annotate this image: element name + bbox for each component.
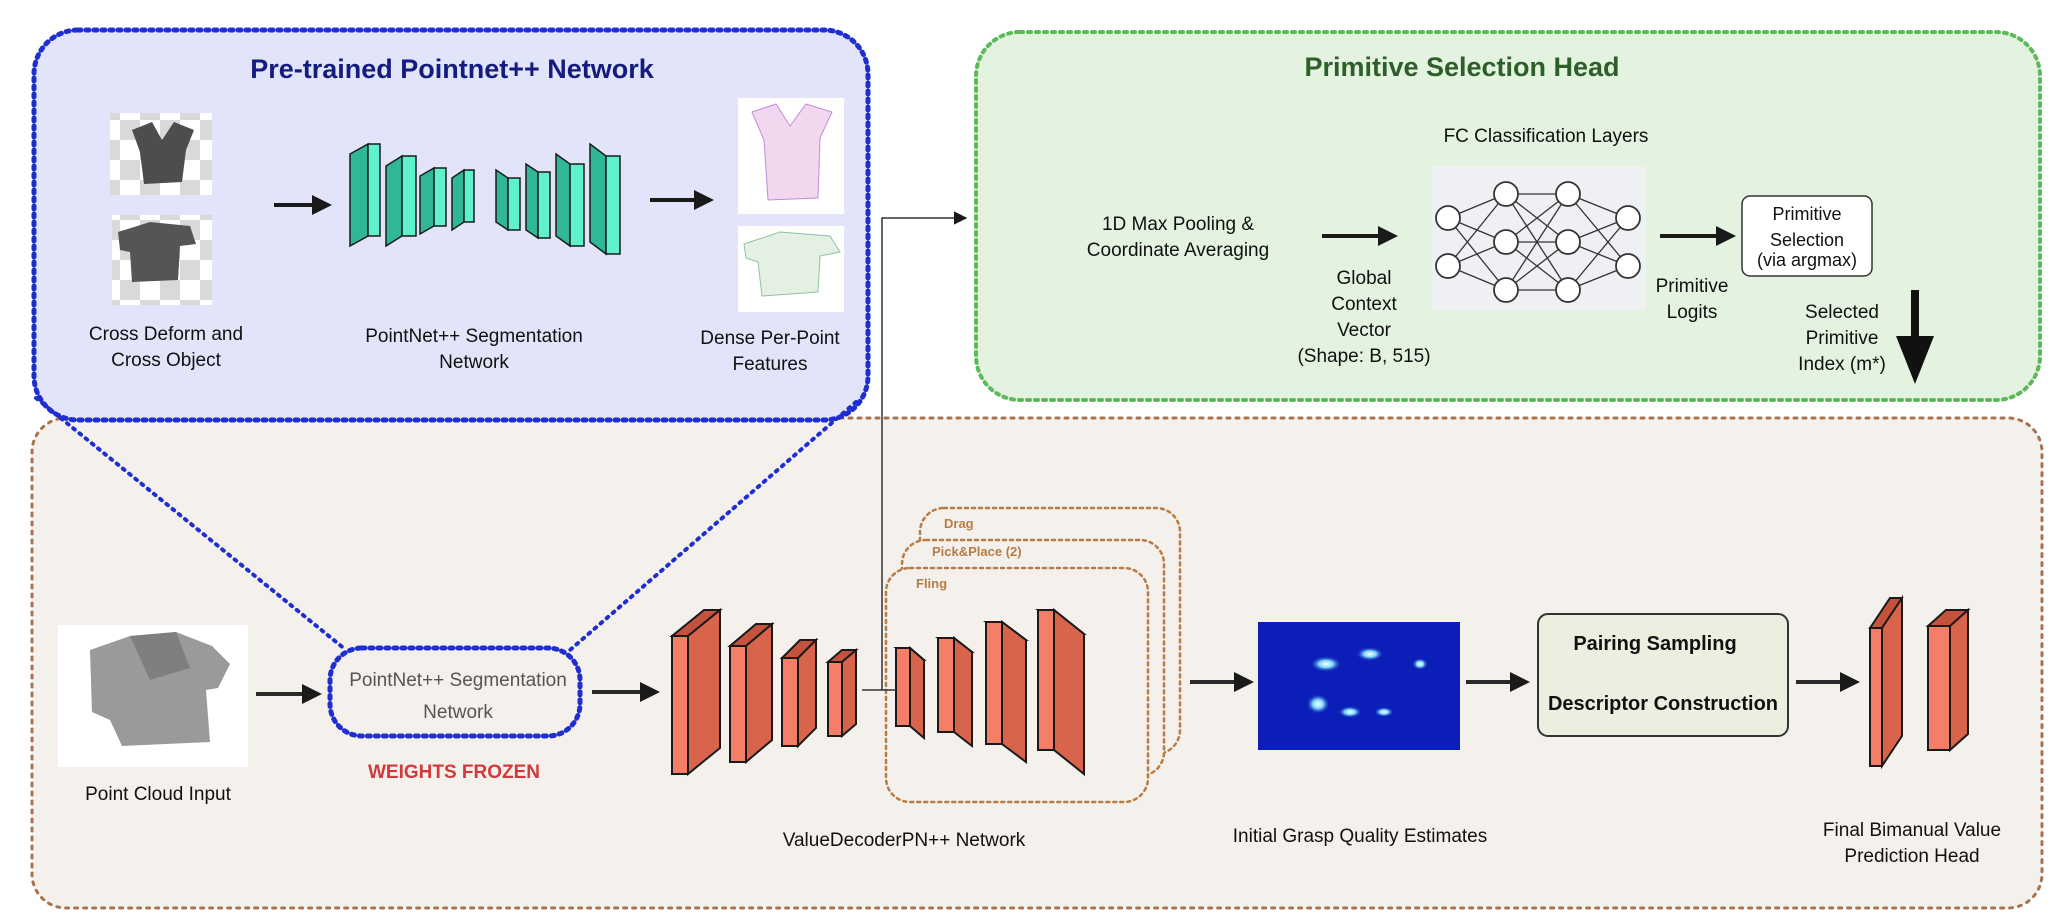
pairing-sampling-label: Pairing Sampling (1573, 633, 1736, 655)
frozen-segmentation-line1: PointNet++ Segmentation (349, 670, 567, 691)
decoder-block-6 (935, 635, 975, 749)
zoom-line-left (34, 396, 348, 652)
pointnet-teal-block-4 (451, 168, 475, 232)
final-head-block-1 (1868, 594, 1904, 770)
decoder-block-5 (893, 645, 927, 741)
selection-box-line1: Primitive (1772, 204, 1841, 224)
point-cloud-image (58, 625, 248, 767)
pointnet-teal-block-8 (589, 142, 621, 256)
features-label-line2: Features (733, 354, 808, 375)
selection-head-title: Primitive Selection Head (1304, 52, 1619, 82)
fc-layers-label: FC Classification Layers (1444, 126, 1649, 147)
features-label-line1: Dense Per-Point (700, 328, 840, 349)
pretrained-title: Pre-trained Pointnet++ Network (250, 54, 655, 84)
selection-box-line3: (via argmax) (1757, 250, 1857, 270)
context-label-line4: (Shape: B, 515) (1297, 346, 1430, 367)
grasp-quality-heatmap (1258, 622, 1460, 750)
feature-image-bottom (738, 226, 844, 312)
pooling-label-line1: 1D Max Pooling & (1102, 214, 1254, 235)
context-label-line1: Global (1337, 268, 1392, 289)
pointnet-teal-block-3 (419, 166, 447, 236)
point-cloud-label: Point Cloud Input (85, 784, 231, 805)
pretrained-panel: Pre-trained Pointnet++ Network Cross Def… (31, 27, 871, 423)
decoder-block-3 (779, 637, 819, 749)
selection-box-line2: Selection (1770, 230, 1844, 250)
selected-index-line1: Selected (1805, 302, 1879, 323)
decoder-block-2 (727, 621, 775, 765)
pointnet-teal-block-5 (495, 168, 521, 232)
primitive-tag-fling: Fling (916, 576, 947, 591)
garment-image-bottom (112, 215, 212, 305)
frozen-segmentation-line2: Network (423, 702, 493, 723)
pointnet-teal-block-6 (525, 162, 551, 240)
cross-input-label-line2: Cross Object (111, 350, 222, 371)
pointnet-label-line2: Network (439, 352, 509, 373)
context-label-line3: Vector (1337, 320, 1392, 341)
pooling-label-line2: Coordinate Averaging (1087, 240, 1269, 261)
decoder-block-1 (669, 607, 723, 777)
final-head-label-line2: Prediction Head (1844, 846, 1979, 867)
logits-label-line1: Primitive (1656, 276, 1729, 297)
logits-label-line2: Logits (1667, 302, 1718, 323)
heatmap-label: Initial Grasp Quality Estimates (1233, 826, 1487, 847)
selection-head-panel: Primitive Selection Head 1D Max Pooling … (974, 30, 2042, 402)
selected-index-line2: Primitive (1806, 328, 1879, 349)
primitive-tag-drag: Drag (944, 516, 974, 531)
decoder-block-4 (825, 647, 859, 739)
decoder-block-8 (1035, 607, 1087, 777)
decoder-block-7 (983, 620, 1029, 764)
pointnet-label-line1: PointNet++ Segmentation (365, 326, 583, 347)
pairing-descriptor-box: Pairing Sampling Descriptor Construction (1537, 613, 1789, 737)
context-label-line2: Context (1331, 294, 1397, 315)
weights-frozen-label: WEIGHTS FROZEN (368, 762, 540, 783)
primitive-selection-box: Primitive Selection (via argmax) (1741, 195, 1873, 277)
arrow-down-to-decoder (1896, 290, 1934, 384)
pointnet-teal-block-7 (555, 152, 585, 248)
cross-input-label-line1: Cross Deform and (89, 324, 243, 345)
final-head-block-2 (1925, 607, 1971, 753)
final-head-label-line1: Final Bimanual Value (1823, 820, 2001, 841)
feature-image-top (738, 98, 844, 214)
zoom-line-right (568, 400, 858, 652)
fc-network-graphic (1432, 166, 1646, 310)
selected-index-line3: Index (m*) (1798, 354, 1886, 375)
frozen-segmentation-box: PointNet++ Segmentation Network (327, 645, 583, 739)
descriptor-construction-label: Descriptor Construction (1548, 693, 1778, 715)
value-decoder-label: ValueDecoderPN++ Network (783, 830, 1026, 851)
bottleneck-branch-line (881, 211, 968, 690)
pointnet-teal-block-2 (385, 154, 417, 248)
pointnet-teal-block-1 (349, 142, 381, 248)
primitive-tag-pickplace: Pick&Place (2) (932, 544, 1022, 559)
garment-image-top (110, 113, 212, 195)
